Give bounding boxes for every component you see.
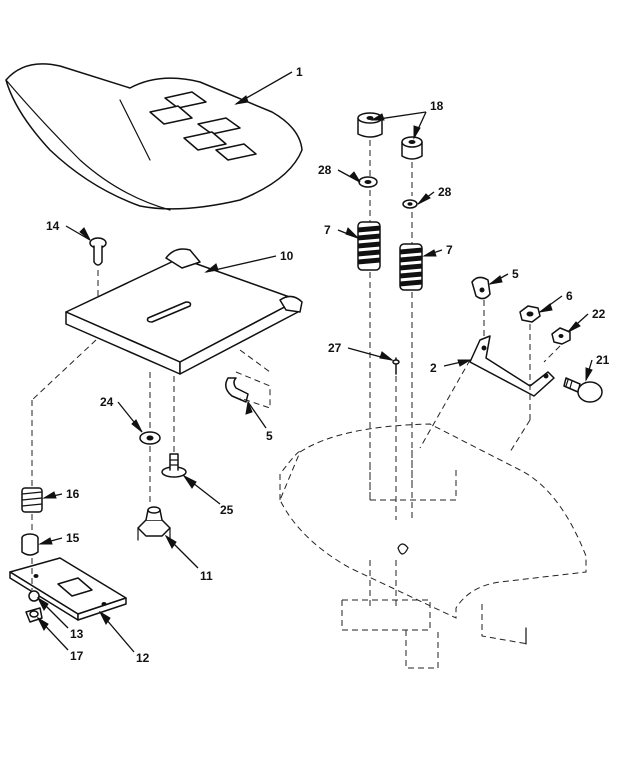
bushing-part[interactable] — [21, 533, 39, 556]
pin-part[interactable] — [89, 237, 107, 266]
callout-24: 24 — [100, 395, 114, 409]
callout-28-left: 28 — [318, 163, 332, 177]
bracket-plate-part[interactable] — [9, 557, 127, 621]
callout-7-left: 7 — [324, 223, 331, 237]
lock-washer-part[interactable] — [25, 607, 43, 623]
washer-part[interactable] — [139, 431, 161, 445]
washer-part-28-right[interactable] — [402, 199, 418, 209]
assembly-lines — [31, 140, 561, 610]
rod-part[interactable] — [392, 357, 400, 375]
spacer-part-left[interactable] — [357, 112, 383, 138]
callout-1: 1 — [296, 65, 303, 79]
callout-17: 17 — [70, 649, 84, 663]
callout-18: 18 — [430, 99, 444, 113]
shoulder-bolt-part[interactable] — [161, 453, 187, 478]
callout-22: 22 — [592, 307, 606, 321]
callout-2: 2 — [430, 361, 437, 375]
seat-pan-part[interactable] — [65, 248, 303, 375]
callout-labels: 1 18 28 28 14 10 7 7 5 6 22 27 2 21 24 5… — [46, 65, 610, 665]
knob-part[interactable] — [137, 506, 171, 541]
callout-6: 6 — [566, 289, 573, 303]
clip-part-left[interactable] — [225, 371, 271, 409]
nut-part-22[interactable] — [551, 327, 571, 345]
seat-spring-left[interactable] — [357, 221, 381, 271]
callout-7-right: 7 — [446, 243, 453, 257]
spacer-part-right[interactable] — [401, 136, 423, 160]
washer-part-28-left[interactable] — [358, 176, 378, 188]
bracket-part[interactable] — [469, 335, 555, 397]
knob-bolt-part[interactable] — [563, 377, 603, 403]
callout-13: 13 — [70, 627, 84, 641]
callout-10: 10 — [280, 249, 294, 263]
callout-15: 15 — [66, 531, 80, 545]
seat-part[interactable] — [5, 63, 303, 211]
nut-part[interactable] — [28, 590, 40, 602]
frame-part — [279, 423, 587, 669]
callout-12: 12 — [136, 651, 150, 665]
callout-21: 21 — [596, 353, 610, 367]
cam-part-right[interactable] — [471, 276, 491, 300]
leader-arrowheads — [36, 95, 593, 631]
spring-part[interactable] — [21, 487, 43, 513]
nut-part-6[interactable] — [519, 305, 541, 323]
callout-27: 27 — [328, 341, 342, 355]
callout-11: 11 — [200, 569, 213, 583]
callout-28-right: 28 — [438, 185, 452, 199]
callout-5-left: 5 — [266, 429, 273, 443]
callout-25: 25 — [220, 503, 234, 517]
callout-5-right: 5 — [512, 267, 519, 281]
callout-14: 14 — [46, 219, 60, 233]
callout-16: 16 — [66, 487, 80, 501]
seat-spring-right[interactable] — [399, 243, 423, 291]
